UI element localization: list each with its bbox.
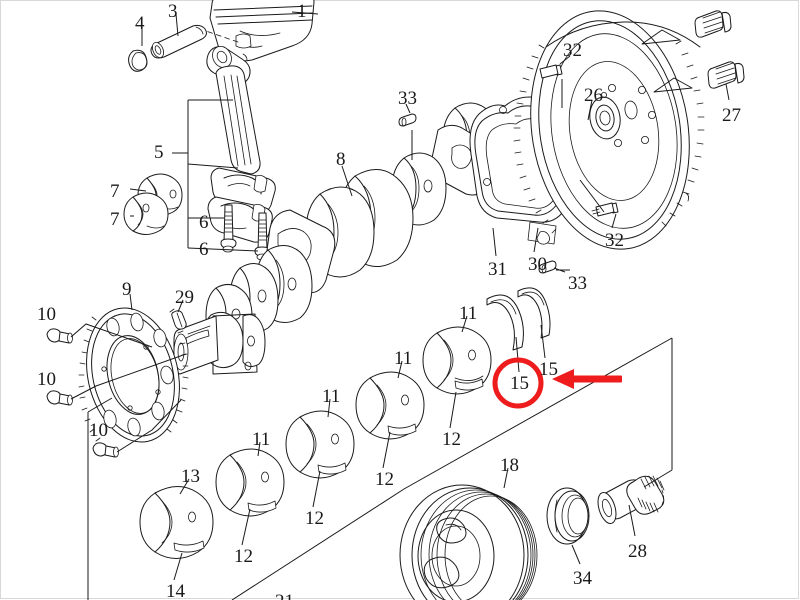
main-bearing-shell-b: [355, 371, 425, 440]
dowel-pin-part-33-b: [538, 260, 557, 274]
callout-number-dowel-pin: 33: [398, 88, 417, 109]
conrod-bolt-part-6-b: [254, 212, 271, 261]
callout-number-flanged-bearing-shell-lower: 14: [166, 581, 185, 600]
thrust-washer-part-15-a: [486, 294, 524, 351]
callout-number-connecting-rod-assembly: 5: [154, 142, 164, 163]
callout-number-thrust-washer: 15: [510, 373, 529, 394]
flywheel-bolt-part-27-b: [707, 61, 745, 89]
callout-number-flywheel: 26: [584, 85, 603, 106]
callout-number-main-bearing-shell-lower: 12: [442, 429, 461, 450]
pulley-bolt-part-28: [597, 475, 665, 524]
callout-number-conrod-bolt: 6: [199, 212, 209, 233]
callout-number-main-bearing-shell-upper: 11: [459, 303, 478, 324]
callout-number-crankshaft: 8: [336, 149, 346, 170]
callout-number-sender-wheel: 9: [122, 279, 132, 300]
sealing-flange-bolt-part-32-a: [539, 64, 563, 79]
conrod-bearing-shell-part-7-b: [123, 192, 169, 235]
conrod-bolt-part-6-a: [220, 204, 237, 253]
woodruff-key-part-29: [171, 310, 187, 330]
sender-wheel-bolt-part-10-b: [46, 390, 73, 406]
sender-wheel-part-9: [78, 307, 189, 443]
callout-number-conrod-bolt: 6: [199, 239, 209, 260]
callout-number-sender-wheel-bolt: 10: [37, 369, 56, 390]
callout-number-crankshaft-rear-journal: 31: [488, 259, 507, 280]
sender-wheel-bolt-part-10-c: [92, 442, 119, 458]
main-bearing-shell-d: [215, 448, 285, 517]
circlip-part-4: [128, 49, 148, 72]
callout-number-main-bearing-shell-lower: 12: [375, 469, 394, 490]
crankshaft-oil-seal-part-34: [546, 487, 590, 545]
sealing-flange-bolt-part-32-b: [591, 202, 619, 217]
piston-part-1: [196, 0, 315, 62]
callout-number-main-bearing-shell-upper: 11: [252, 429, 271, 450]
callout-number-sealing-flange-bolt: 32: [605, 230, 624, 251]
callout-number-dowel-pin: 33: [568, 273, 587, 294]
flywheel-bolt-part-27-a: [694, 10, 732, 38]
red-annotation-group: [492, 357, 622, 409]
conrod-assembly-bracket: [172, 99, 259, 252]
callout-number-flanged-bearing-shell: 13: [181, 466, 200, 487]
callout-number-main-bearing-shell-upper: 11: [322, 386, 341, 407]
callout-number-main-bearing-shell-lower: 12: [305, 508, 324, 529]
flywheel-part-26: [513, 10, 705, 250]
main-bearing-shells-row: [139, 326, 492, 559]
sub-assembly-bracket-part-21: [231, 337, 673, 600]
leader-lines: [129, 11, 730, 581]
callout-number-crankshaft-pulley-damper: 18: [500, 455, 519, 476]
flanged-bearing-shell-e: [139, 486, 214, 559]
main-bearing-shell-a: [422, 326, 492, 395]
callout-number-conrod-bearing-shell: 7: [110, 181, 120, 202]
sender-wheel-bracket: [70, 323, 187, 600]
callout-number-main-bearing-shell-lower: 12: [234, 546, 253, 567]
highlight-circle: [492, 357, 544, 409]
connecting-rod-part-5: [206, 46, 276, 243]
callout-number-sealing-flange-bolt: 32: [563, 40, 582, 61]
dowel-pin-part-33-a: [398, 113, 417, 127]
piston-pin-part-3: [150, 24, 207, 59]
sender-wheel-bolt-part-10-a: [46, 328, 73, 344]
callout-number-sender-wheel-bolt: 10: [89, 420, 108, 441]
callout-number-flywheel-bolt: 27: [722, 105, 741, 126]
flywheel-bolt-leader-wedges: [641, 29, 693, 93]
callout-number-pulley-bolt: 28: [628, 541, 647, 562]
callout-number-sender-wheel-bolt: 10: [37, 304, 56, 325]
callout-number-circlip: 4: [135, 13, 145, 34]
main-bearing-shell-c: [285, 410, 355, 479]
callout-number-conrod-bearing-shell: 7: [110, 209, 120, 230]
callout-number-crankshaft-oil-seal: 34: [573, 568, 592, 589]
callout-number-sub-assembly-bracket: 21: [275, 592, 294, 600]
callout-number-piston-pin: 3: [168, 1, 178, 22]
callout-number-woodruff-key: 29: [175, 287, 194, 308]
thrust-washer-part-15-b: [517, 287, 551, 339]
callout-number-thrust-washer: 15: [539, 359, 558, 380]
pointer-arrow: [552, 369, 622, 389]
crankshaft-pulley-part-18: [399, 484, 538, 600]
callout-number-sealing-flange: 30: [528, 254, 547, 275]
callout-number-main-bearing-shell-upper: 11: [394, 348, 413, 369]
callout-number-piston: 1: [297, 1, 307, 22]
